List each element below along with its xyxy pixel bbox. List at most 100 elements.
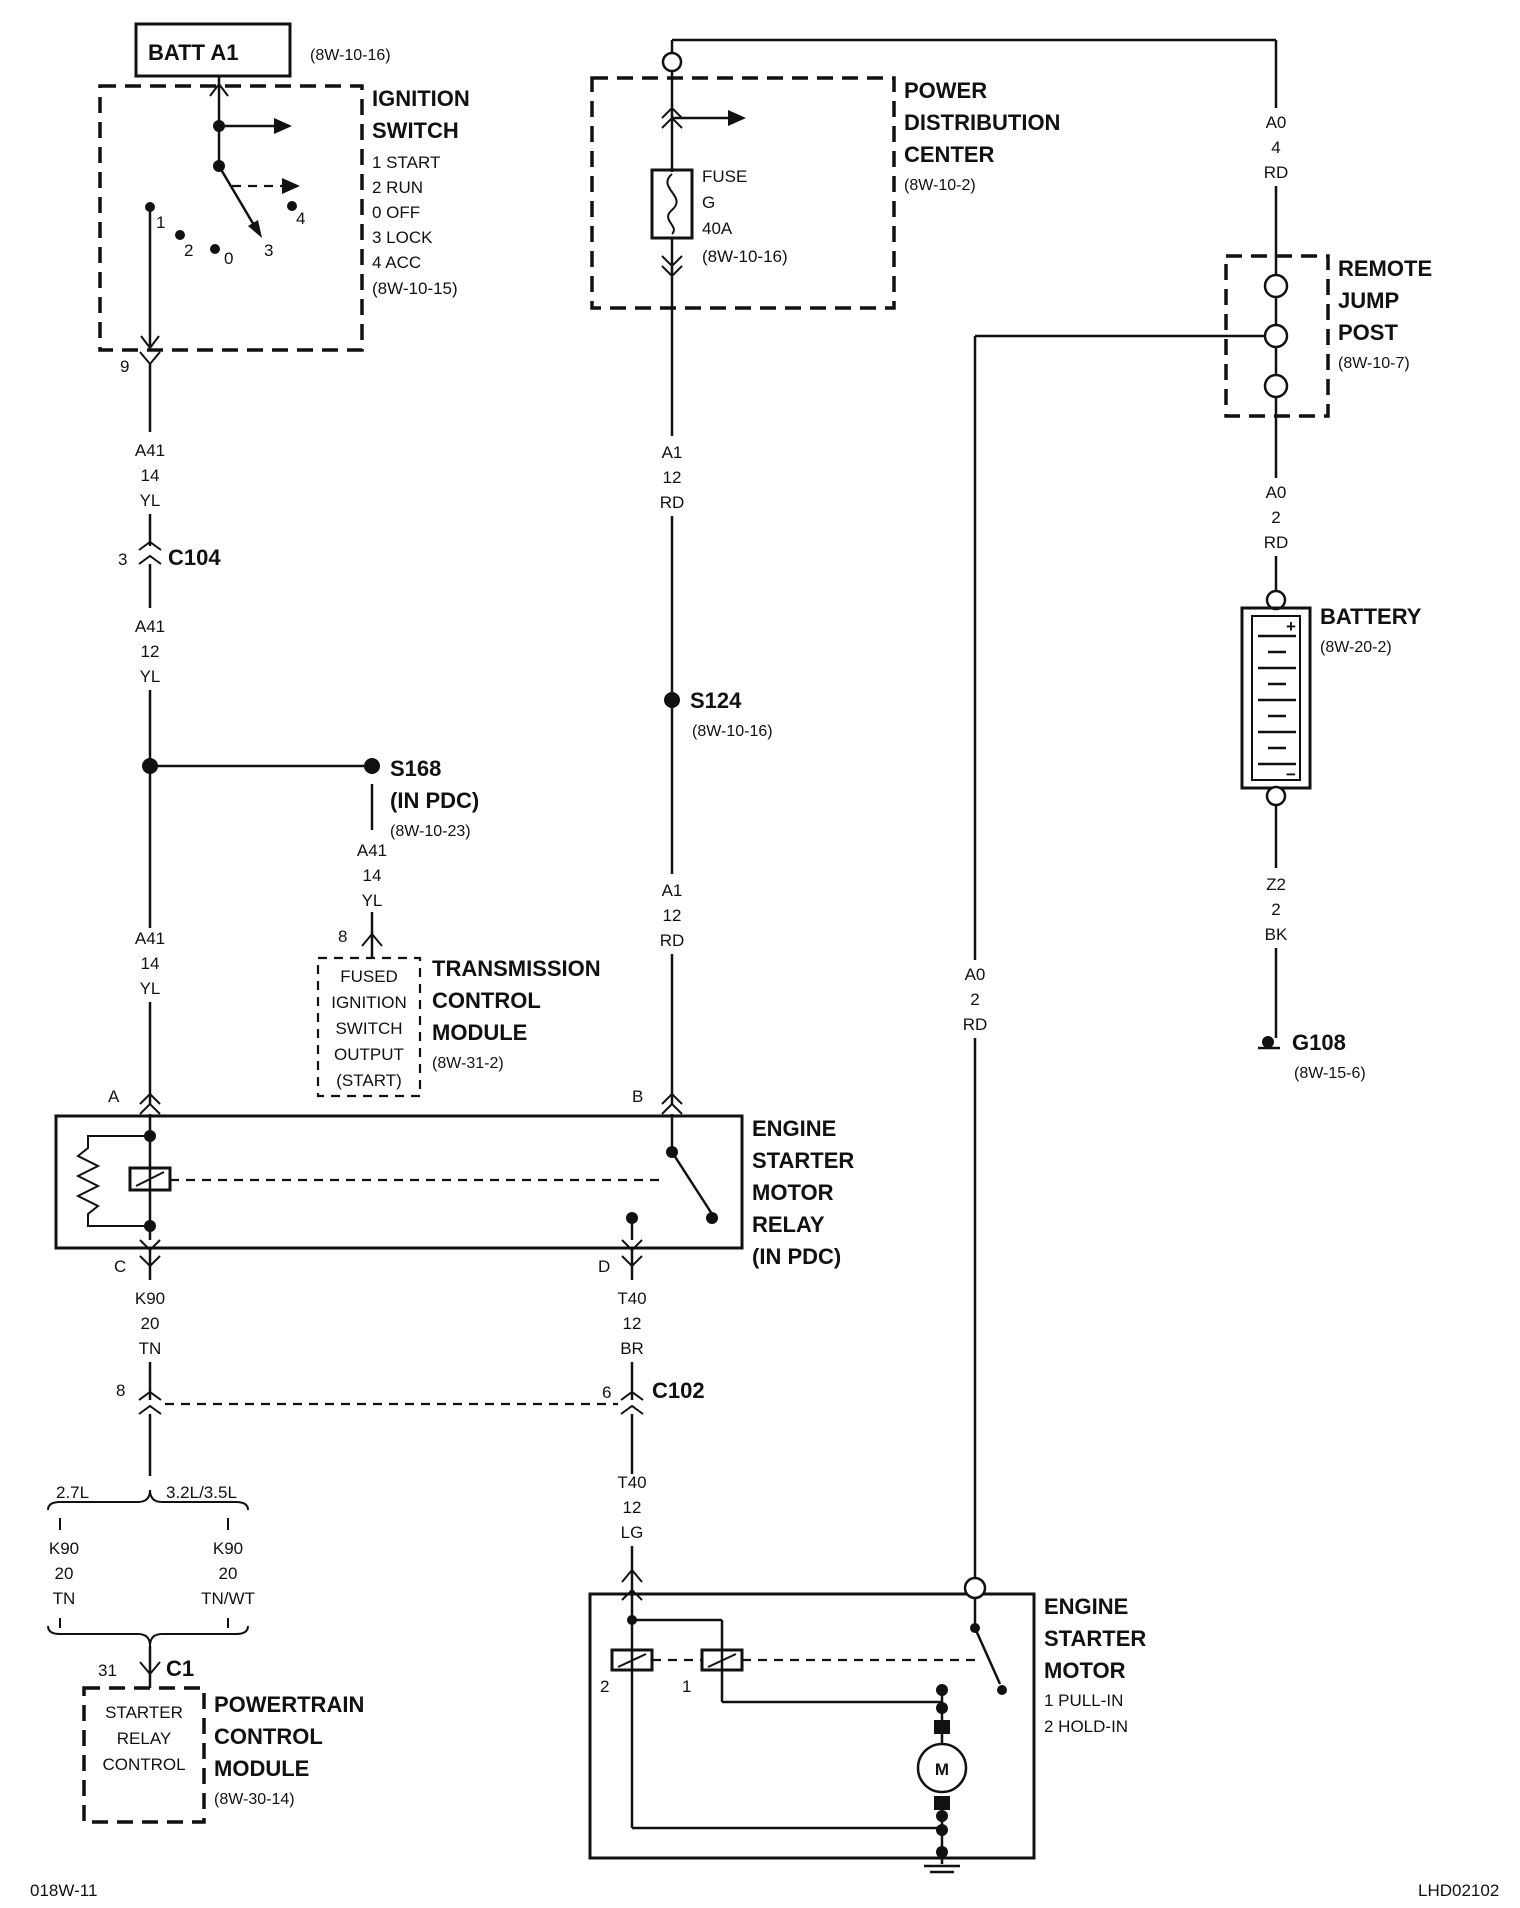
fuse-label: FUSE xyxy=(702,167,747,186)
motor-symbol: M xyxy=(935,1760,949,1779)
contact-3-label: 3 xyxy=(264,241,273,260)
fuse-rating: 40A xyxy=(702,219,733,238)
wire-t40-lg-gauge: 12 xyxy=(623,1498,642,1517)
relay-title-2: STARTER xyxy=(752,1148,854,1173)
wire-a1-top-code: A1 xyxy=(662,443,683,462)
wire-a41-14-code: A41 xyxy=(135,441,165,460)
hold-in-slash xyxy=(617,1653,647,1668)
s168-sub: (IN PDC) xyxy=(390,788,479,813)
ignition-switch-title-2: SWITCH xyxy=(372,118,459,143)
wire-a0-long-gauge: 2 xyxy=(970,990,979,1009)
wire-k90-code: K90 xyxy=(135,1289,165,1308)
c102-right-pin: 6 xyxy=(602,1383,611,1402)
tcm-inner-4: OUTPUT xyxy=(334,1045,404,1064)
pcm-title-3: MODULE xyxy=(214,1756,309,1781)
relay-title-1: ENGINE xyxy=(752,1116,836,1141)
motor-feed-dot-1 xyxy=(936,1684,948,1696)
tcm-title-1: TRANSMISSION xyxy=(432,956,601,981)
motor-feed-dot-2 xyxy=(936,1702,948,1714)
battery-cells xyxy=(1258,634,1296,766)
wire-a41-14-gauge: 14 xyxy=(141,466,160,485)
tcm-title-2: CONTROL xyxy=(432,988,541,1013)
wire-z2-gauge: 2 xyxy=(1271,900,1280,919)
s168-name: S168 xyxy=(390,756,441,781)
c104-lower-arrow-icon xyxy=(138,554,162,565)
wire-k90-right-color: TN/WT xyxy=(201,1589,255,1608)
ignition-position-4: 4 ACC xyxy=(372,253,421,272)
a0-feed-ring xyxy=(661,51,683,73)
starter-battery-terminal xyxy=(963,1576,987,1600)
wire-k90-right-gauge: 20 xyxy=(219,1564,238,1583)
relay-title-5: (IN PDC) xyxy=(752,1244,841,1269)
wire-t40-br-code: T40 xyxy=(617,1289,646,1308)
wire-k90-left-code: K90 xyxy=(49,1539,79,1558)
motor-brush-bottom xyxy=(934,1796,950,1810)
motor-ground-dot-2 xyxy=(936,1824,948,1836)
wire-a0-4-color: RD xyxy=(1264,163,1289,182)
battery-minus: − xyxy=(1286,765,1296,784)
wire-a41-low-gauge-2: 14 xyxy=(141,954,160,973)
s124-ref: (8W-10-16) xyxy=(692,723,773,740)
pcm-pin: 31 xyxy=(98,1661,117,1680)
c102-right-down-icon xyxy=(620,1404,644,1415)
t40-connector-icon xyxy=(621,1568,643,1583)
footer-left: 018W-11 xyxy=(30,1881,97,1900)
fuse-id: G xyxy=(702,193,715,212)
tcm-inner-3: SWITCH xyxy=(335,1019,402,1038)
engine-option-left: 2.7L xyxy=(56,1483,89,1502)
start-output-arrow-icon xyxy=(140,335,160,350)
case-ground-icon xyxy=(924,1864,960,1874)
pdc-title-2: DISTRIBUTION xyxy=(904,110,1060,135)
relay-contact-arm xyxy=(670,1151,714,1215)
motor-armature xyxy=(916,1742,968,1794)
batt-a1-box xyxy=(134,22,292,78)
pull-in-number: 1 xyxy=(682,1677,691,1696)
wire-t40-lg-code: T40 xyxy=(617,1473,646,1492)
s124-dot xyxy=(664,692,680,708)
starter-solenoid-contact xyxy=(973,1627,1002,1685)
tcm-title-3: MODULE xyxy=(432,1020,527,1045)
contact-2-dot xyxy=(175,230,185,240)
hold-in-number: 2 xyxy=(600,1677,609,1696)
relay-pin-b: B xyxy=(632,1087,643,1106)
c102-left-down-icon xyxy=(138,1404,162,1415)
wire-a1-low-gauge: 12 xyxy=(663,906,682,925)
pcm-inner-3: CONTROL xyxy=(102,1755,185,1774)
relay-pin-c: C xyxy=(114,1257,126,1276)
wiper-link-arrow-icon xyxy=(282,178,300,194)
contact-2-label: 2 xyxy=(184,241,193,260)
ignition-position-0: 0 OFF xyxy=(372,203,420,222)
wire-t40-br-gauge: 12 xyxy=(623,1314,642,1333)
pin-b-arrow-icon xyxy=(661,1092,683,1105)
battery-minus-terminal xyxy=(1265,785,1287,807)
wire-k90-color: TN xyxy=(139,1339,162,1358)
starter-in-arrow-icon xyxy=(621,1588,643,1601)
c104-upper-arrow-icon xyxy=(138,540,162,551)
c102-name: C102 xyxy=(652,1378,705,1403)
wire-a1-top-color: RD xyxy=(660,493,685,512)
pull-in-slash xyxy=(707,1653,737,1668)
tcm-inner-1: FUSED xyxy=(340,967,398,986)
motor-brush-top xyxy=(934,1720,950,1734)
tcm-ref: (8W-31-2) xyxy=(432,1055,504,1072)
ignition-switch-ref: (8W-10-15) xyxy=(372,279,458,298)
s168-ref: (8W-10-23) xyxy=(390,823,471,840)
tcm-inner-5: (START) xyxy=(336,1071,401,1090)
wire-a1-low-code: A1 xyxy=(662,881,683,900)
ignition-position-3: 3 LOCK xyxy=(372,228,433,247)
wire-t40-lg-color: LG xyxy=(621,1523,644,1542)
pin-b-arrow2-icon xyxy=(661,1102,683,1115)
pcm-box xyxy=(82,1686,206,1824)
footer-right: LHD02102 xyxy=(1418,1881,1499,1900)
wire-k90-left-color: TN xyxy=(53,1589,76,1608)
relay-pin-a: A xyxy=(108,1087,120,1106)
wiper-arrow-icon xyxy=(248,220,262,238)
ground-title: G108 xyxy=(1292,1030,1346,1055)
wire-z2-code: Z2 xyxy=(1266,875,1286,894)
pdc-box xyxy=(590,76,896,310)
relay-box xyxy=(54,1114,744,1250)
jump-post-title-2: JUMP xyxy=(1338,288,1399,313)
starter-title-2: STARTER xyxy=(1044,1626,1146,1651)
ignition-switch-box xyxy=(98,84,364,352)
wire-a41-right-gauge: 14 xyxy=(363,866,382,885)
